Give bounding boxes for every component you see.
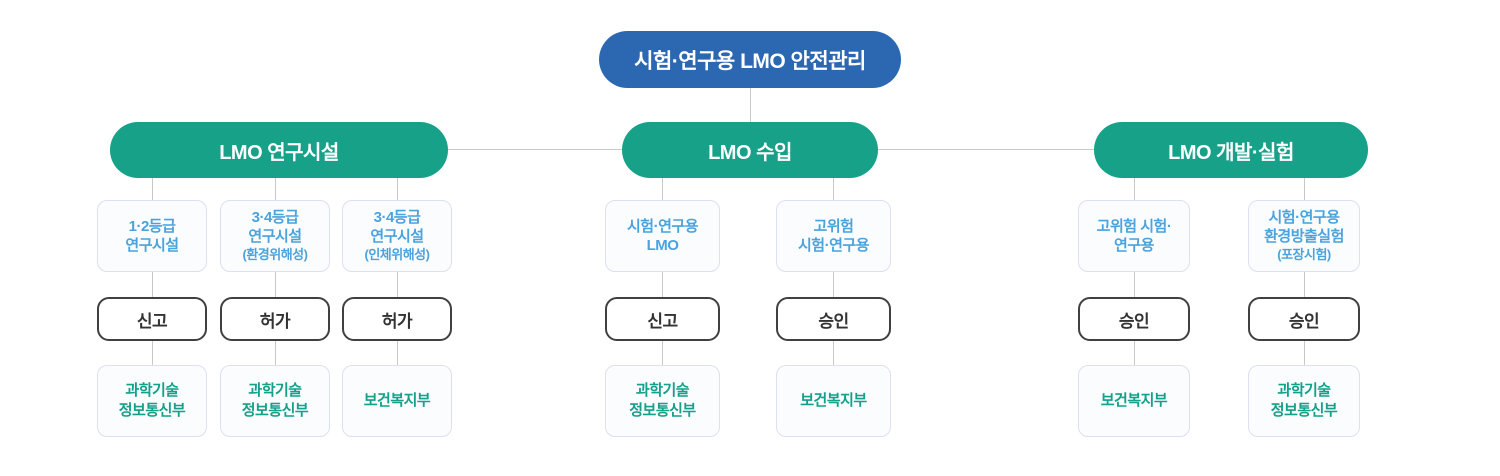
category-line: 연구시설 [125,237,179,254]
category-line: (인체위해성) [364,247,430,262]
category-box: 시험·연구용 LMO [605,200,720,272]
connector [397,272,398,297]
category-box: 고위험 시험·연구용 [776,200,891,272]
agency-box: 과학기술 정보통신부 [220,365,330,437]
category-line: 1·2등급 [128,218,176,235]
action-box: 허가 [220,297,330,341]
agency-line: 정보통신부 [629,402,696,419]
agency-box: 과학기술 정보통신부 [605,365,720,437]
connector [833,178,834,200]
connector [275,178,276,200]
action-label: 허가 [259,311,291,331]
category-box: 고위험 시험· 연구용 [1078,200,1190,272]
category-line: 시험·연구용 [1268,209,1341,226]
section-pill-label: LMO 연구시설 [219,141,339,164]
section-pill-label: LMO 개발·실험 [1168,141,1294,164]
agency-box: 보건복지부 [1078,365,1190,437]
category-line: (포장시험) [1277,247,1331,262]
category-box: 1·2등급 연구시설 [97,200,207,272]
root-node: 시험·연구용 LMO 안전관리 [599,31,901,88]
connector [833,341,834,365]
connector [152,272,153,297]
section-pill-label: LMO 수입 [708,141,792,164]
category-line: 시험·연구용 [627,218,699,235]
category-line: 고위험 시험· [1096,218,1172,235]
category-line: (환경위해성) [242,247,308,262]
agency-box: 과학기술 정보통신부 [1248,365,1360,437]
category-box: 시험·연구용 환경방출실험 (포장시험) [1248,200,1360,272]
agency-line: 과학기술 [248,382,302,399]
action-label: 승인 [1288,311,1320,331]
connector [152,341,153,365]
agency-line: 보건복지부 [800,392,867,409]
root-node-label: 시험·연구용 LMO 안전관리 [634,49,866,73]
action-label: 승인 [818,311,849,331]
connector [275,272,276,297]
agency-line: 정보통신부 [118,402,186,419]
category-line: 고위험 [813,218,854,235]
category-box: 3·4등급 연구시설 (인체위해성) [342,200,452,272]
action-label: 허가 [381,311,413,331]
connector [662,272,663,297]
category-line: 환경방출실험 [1264,228,1344,245]
connector-root-to-import [749,88,751,122]
category-line: 연구시설 [370,228,424,245]
connector [1304,341,1305,365]
action-box: 승인 [1078,297,1190,341]
category-line: 연구용 [1114,237,1154,254]
connector [275,341,276,365]
connector [397,341,398,365]
category-line: 3·4등급 [373,209,421,226]
agency-line: 정보통신부 [241,402,309,419]
connector [662,178,663,200]
section-pill-development-experiment: LMO 개발·실험 [1094,122,1368,178]
connector [1304,272,1305,297]
agency-box: 보건복지부 [776,365,891,437]
category-line: 연구시설 [248,228,302,245]
category-line: LMO [646,237,679,254]
connector [1134,341,1135,365]
agency-line: 정보통신부 [1270,402,1338,419]
category-box: 3·4등급 연구시설 (환경위해성) [220,200,330,272]
action-label: 신고 [647,311,678,331]
connector [152,178,153,200]
connector [1134,272,1135,297]
connector [1134,178,1135,200]
category-line: 3·4등급 [251,209,299,226]
agency-box: 과학기술 정보통신부 [97,365,207,437]
agency-line: 보건복지부 [1100,392,1168,409]
section-pill-research-facility: LMO 연구시설 [110,122,448,178]
agency-line: 과학기술 [125,382,179,399]
action-box: 승인 [776,297,891,341]
connector [833,272,834,297]
agency-box: 보건복지부 [342,365,452,437]
action-box: 허가 [342,297,452,341]
action-box: 신고 [97,297,207,341]
agency-line: 과학기술 [635,382,690,399]
category-line: 시험·연구용 [798,237,870,254]
connector [662,341,663,365]
action-label: 승인 [1118,311,1150,331]
connector [1304,178,1305,200]
action-box: 신고 [605,297,720,341]
action-label: 신고 [136,311,168,331]
action-box: 승인 [1248,297,1360,341]
section-pill-import: LMO 수입 [622,122,878,178]
agency-line: 보건복지부 [363,392,431,409]
connector [397,178,398,200]
agency-line: 과학기술 [1277,382,1331,399]
